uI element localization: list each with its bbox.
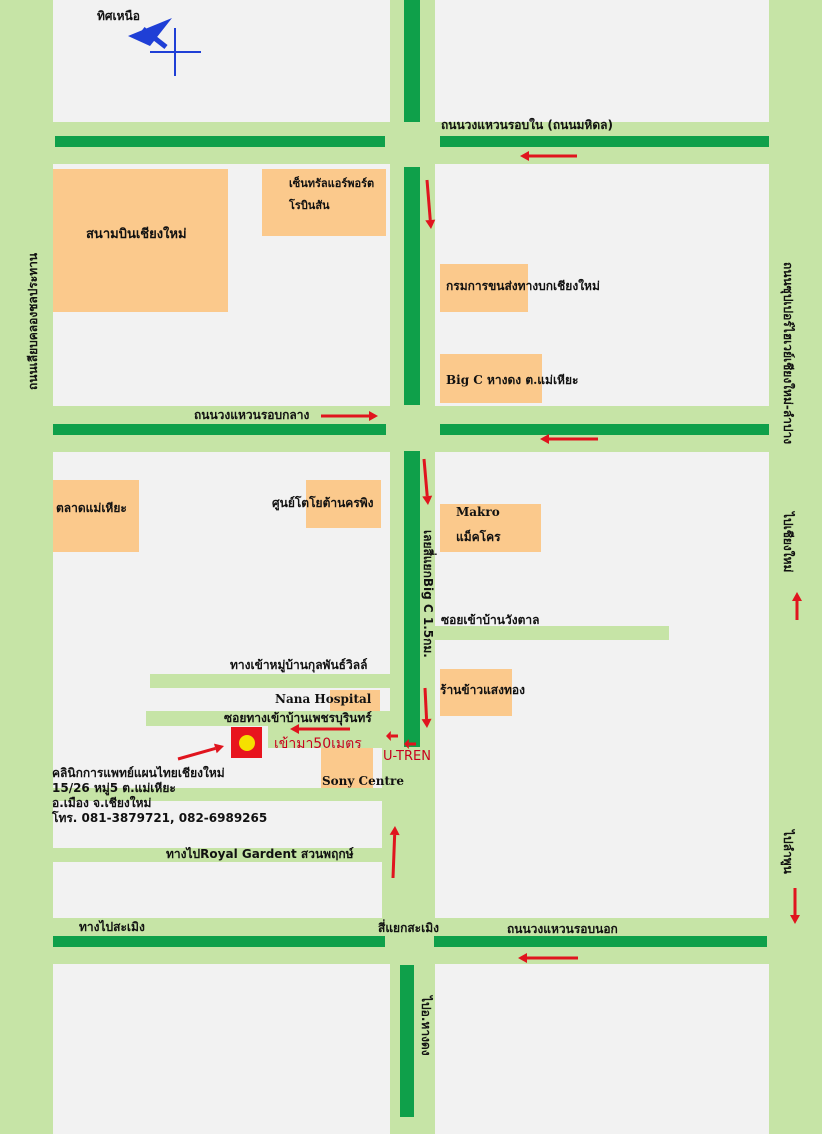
building-ran-khao bbox=[440, 669, 512, 716]
to-chiang-mai-label: ไปเชียงใหม่ bbox=[781, 512, 795, 573]
ring-road-outer-label: ถนนวงแหวนรอบนอก bbox=[507, 922, 618, 936]
ring-road-inner-label: ถนนวงแหวนรอบใน (ถนนมหิดล) bbox=[441, 118, 613, 132]
arrow-head bbox=[518, 953, 527, 963]
north-label: ทิศเหนือ bbox=[97, 9, 140, 23]
road-lane bbox=[55, 136, 385, 147]
marker-dot bbox=[239, 735, 255, 751]
arrow-head bbox=[213, 743, 224, 754]
ring-road-middle-label: ถนนวงแหวนรอบกลาง bbox=[194, 408, 310, 422]
building-nana-hospital bbox=[330, 690, 380, 711]
road-lane bbox=[440, 136, 769, 147]
road-lane bbox=[434, 936, 767, 947]
building-toyota bbox=[306, 480, 381, 528]
arrow-head bbox=[389, 826, 400, 836]
u-turn-label: U-TREN bbox=[383, 749, 431, 764]
clinic-location-marker-icon bbox=[231, 727, 262, 758]
road-bed bbox=[53, 788, 390, 801]
to-royal-garden-label: ทางไปRoyal Gardent สวนพฤกษ์ bbox=[166, 847, 354, 861]
road-lane bbox=[404, 0, 420, 122]
samoeng-junction-label: สี่แยกสะเมิง bbox=[378, 921, 439, 935]
arrow-line bbox=[422, 458, 429, 497]
clinic-phone: โทร. 081-3879721, 082-6989265 bbox=[52, 811, 268, 825]
building-airport bbox=[53, 169, 228, 312]
building-market bbox=[53, 480, 139, 552]
to-hangdong-label: ไปอ.หางดง bbox=[419, 996, 433, 1056]
road-lane bbox=[404, 451, 420, 747]
arrow-head bbox=[425, 219, 436, 229]
arrow-line bbox=[425, 179, 432, 221]
arrow-line bbox=[423, 687, 429, 720]
arrow-head bbox=[404, 739, 409, 749]
left-vertical-road-label: ถนนเลียบคลองชลประทาน bbox=[26, 252, 40, 390]
sony-centre-label: Sony Centre bbox=[322, 774, 404, 788]
arrow-layer bbox=[177, 151, 802, 963]
building-central-airport bbox=[262, 169, 386, 236]
clinic-name: คลินิกการแพทย์แผนไทยเชียงใหม่ bbox=[52, 766, 225, 780]
road-bed bbox=[435, 626, 669, 640]
arrow-head bbox=[790, 915, 800, 924]
road-bed bbox=[146, 711, 390, 726]
soi-phet-burin-label: ซอยทางเข้าบ้านเพชรบุรินทร์ bbox=[224, 711, 372, 725]
building-makro bbox=[440, 504, 541, 552]
arrow-head bbox=[386, 731, 391, 741]
arrow-head bbox=[422, 495, 433, 505]
nana-hospital-label: Nana Hospital bbox=[275, 692, 372, 706]
clinic-address-block: คลินิกการแพทย์แผนไทยเชียงใหม่ 15/26 หมู่… bbox=[52, 766, 267, 826]
clinic-address-line2: อ.เมือง จ.เชียงใหม่ bbox=[52, 796, 152, 810]
road-bed bbox=[150, 674, 390, 688]
building-sony-centre bbox=[321, 748, 373, 788]
road-bed bbox=[382, 720, 390, 918]
dept-highways-label: กรมการขนส่งทางบกเชียงใหม่ bbox=[446, 279, 600, 293]
big-c-junction-label: เลยสี่แยกBig C 1.5กม. bbox=[421, 530, 435, 658]
arrow-head bbox=[421, 718, 432, 728]
road-lane bbox=[404, 167, 420, 405]
arrow-head bbox=[520, 151, 529, 161]
airport-label: สนามบินเชียงใหม่ bbox=[86, 227, 187, 242]
arrow-line bbox=[391, 834, 397, 879]
clinic-address-line1: 15/26 หมู่5 ต.แม่เหียะ bbox=[52, 781, 176, 795]
road-lane bbox=[440, 424, 769, 435]
big-c-label: Big C หางดง ต.แม่เหียะ bbox=[446, 373, 579, 387]
arrow-line bbox=[177, 747, 216, 761]
building-big-c bbox=[440, 354, 542, 403]
compass-arrow-head bbox=[128, 18, 172, 46]
makro-th-label: แม็คโคร bbox=[456, 530, 501, 544]
central-label-line2: โรบินสัน bbox=[289, 199, 330, 212]
road-bed bbox=[53, 848, 390, 862]
north-compass-arrow-icon bbox=[128, 18, 201, 76]
arrow-head bbox=[792, 592, 802, 601]
to-samoeng-label: ทางไปสะเมิง bbox=[79, 920, 145, 934]
enter-50m-label: เข้ามา50เมตร bbox=[274, 736, 362, 752]
arrow-head bbox=[540, 434, 549, 444]
to-kulphan-label: ทางเข้าหมู่บ้านกุลพันธ์วิลล์ bbox=[230, 658, 368, 672]
makro-en-label: Makro bbox=[456, 505, 500, 519]
to-lamphun-label: ไปลำพูน bbox=[781, 830, 795, 874]
road-lane bbox=[400, 965, 414, 1117]
road-lane bbox=[53, 424, 386, 435]
arrow-head bbox=[369, 411, 378, 421]
soi-wang-tan-label: ซอยเข้าบ้านวังตาล bbox=[441, 613, 540, 627]
right-vertical-road-label: ถนนซุปเปอร์ไฮเวย์เชียงใหม่-ลำปาง bbox=[781, 262, 795, 445]
toyota-label: ศูนย์โตโยต้านครพิง bbox=[272, 496, 374, 510]
arrow-head bbox=[290, 724, 299, 734]
central-label-line1: เซ็นทรัลแอร์พอร์ต bbox=[289, 177, 375, 190]
road-lane bbox=[53, 936, 385, 947]
ran-khao-label: ร้านข้าวแสงทอง bbox=[440, 683, 525, 697]
building-dept-highways bbox=[440, 264, 528, 312]
market-label: ตลาดแม่เหียะ bbox=[56, 501, 127, 515]
